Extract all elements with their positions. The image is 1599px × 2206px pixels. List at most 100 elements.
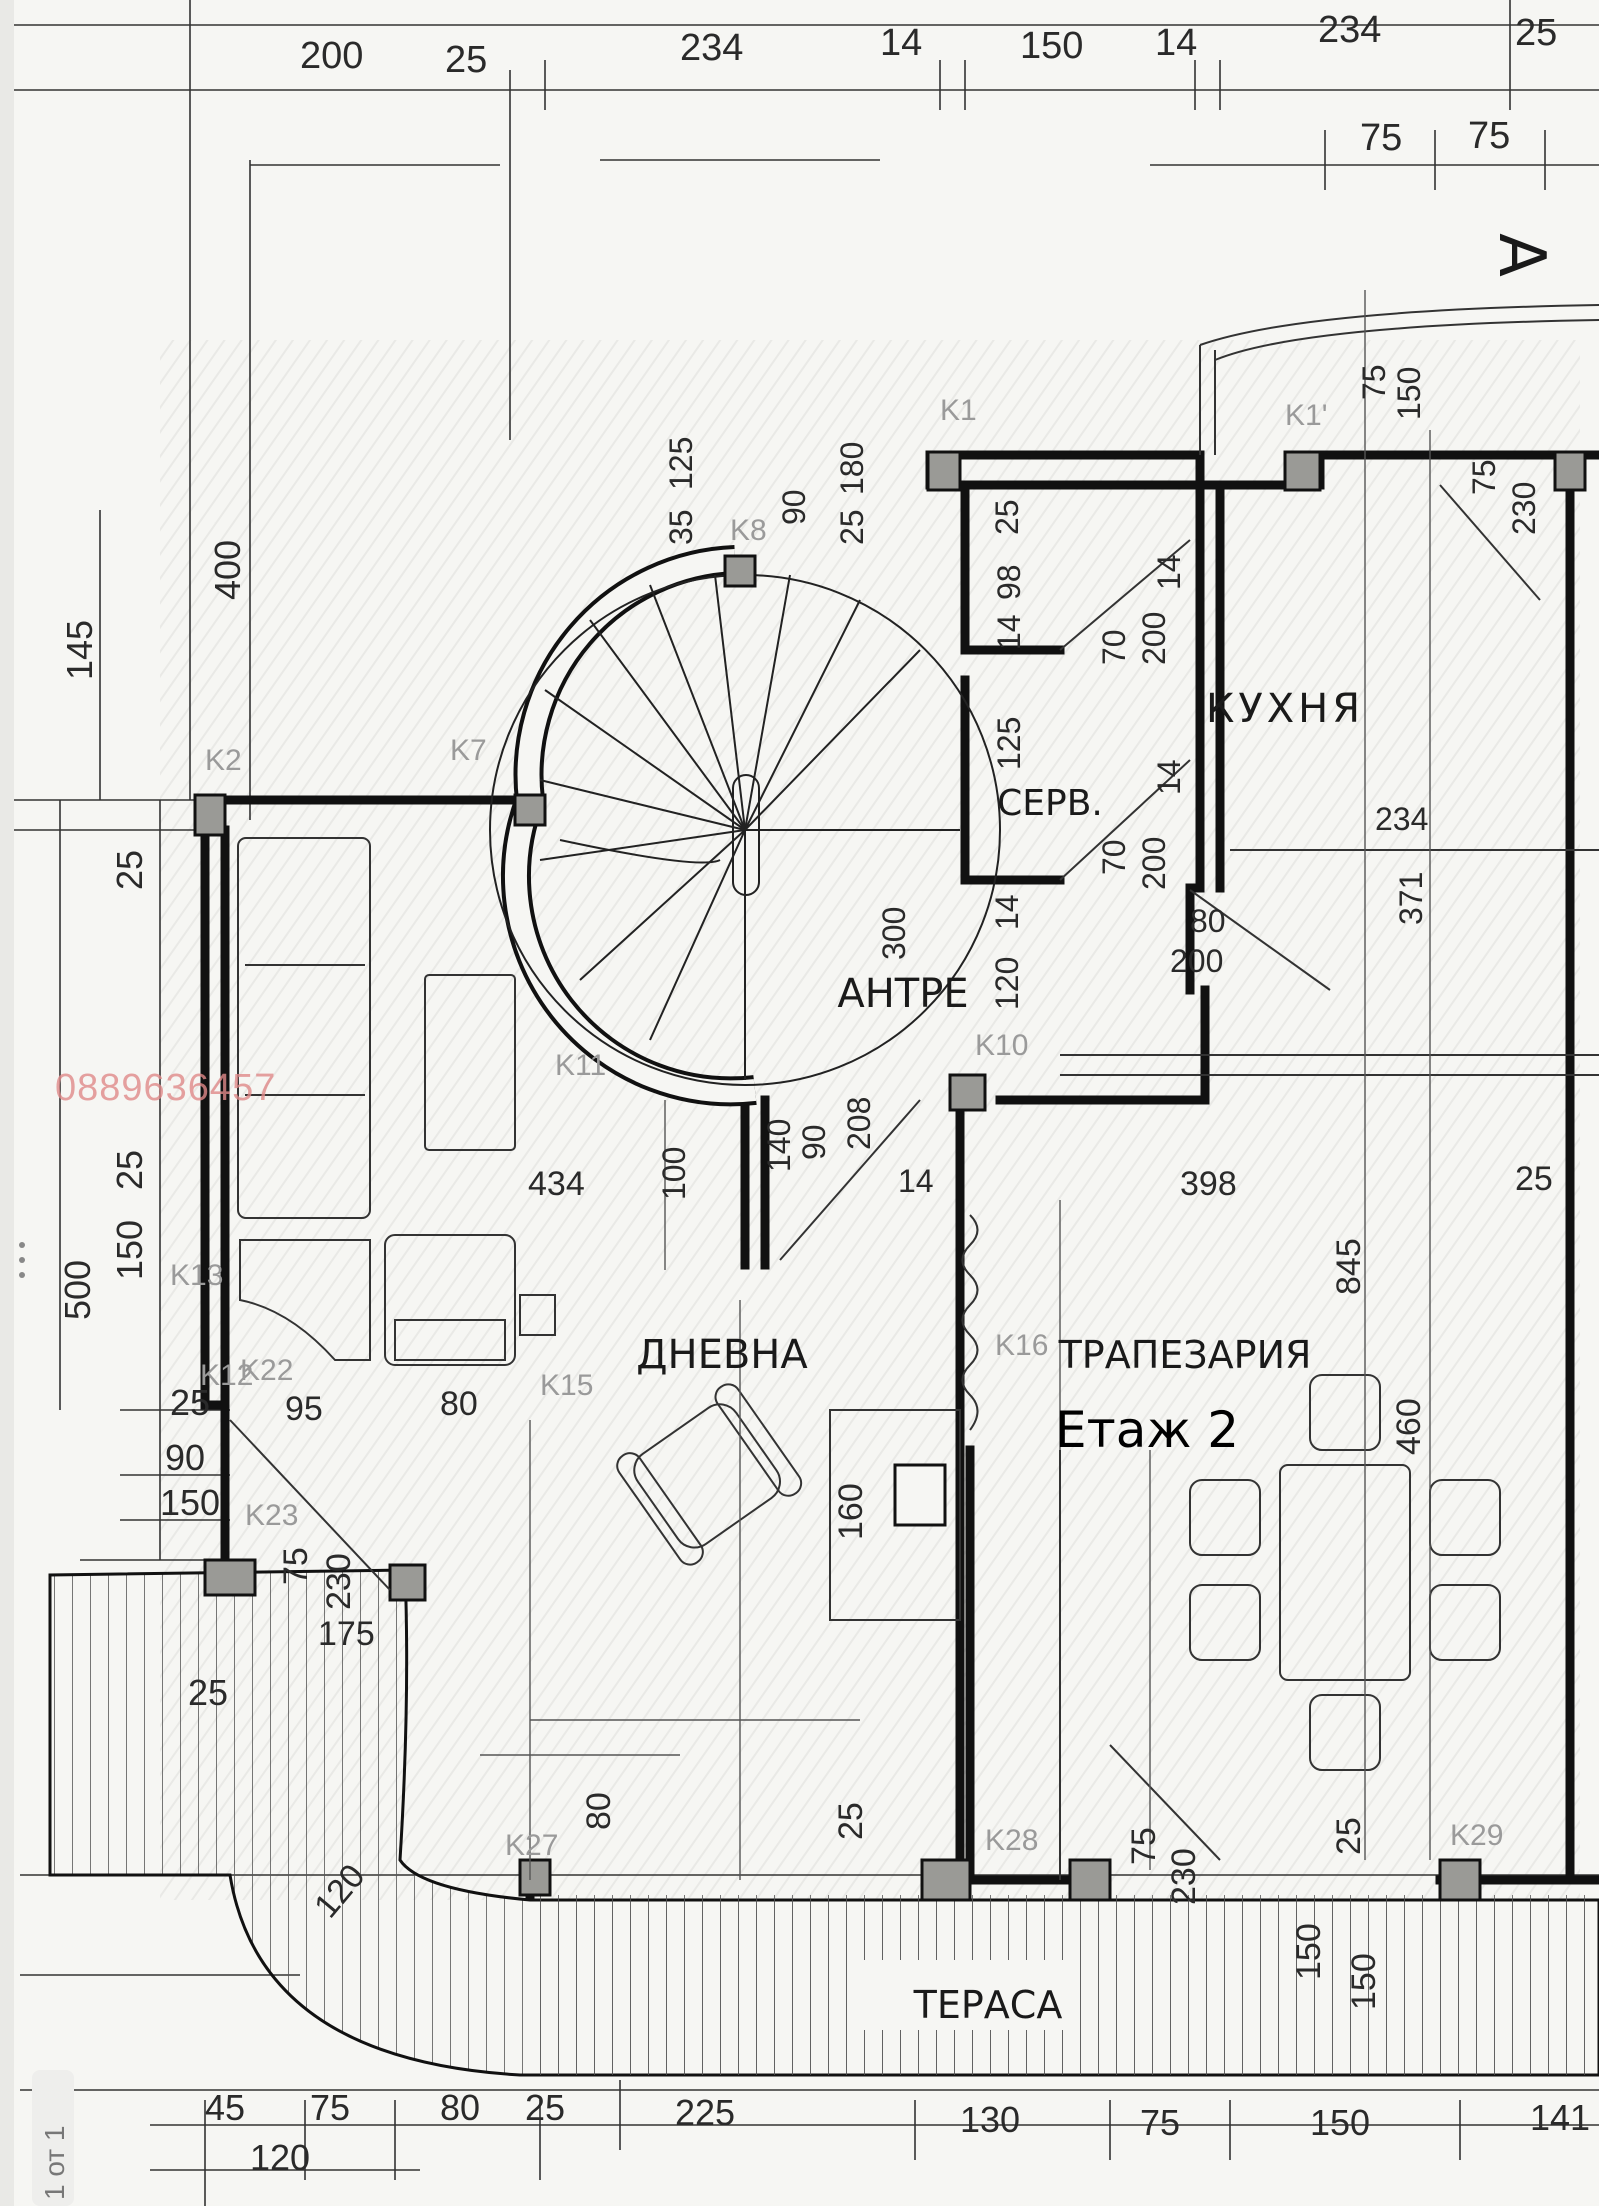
left-dim: 25 [109, 1150, 150, 1190]
kitchen-dim: 75 [1356, 364, 1392, 400]
room-living-label: ДНЕВНА [636, 1332, 808, 1378]
living-dim: 230 [320, 1553, 358, 1610]
stair-dim: 25 [834, 509, 870, 545]
stair-dim: 125 [663, 437, 699, 490]
side-handle-icon[interactable] [19, 1242, 25, 1278]
living-dim: 80 [440, 1385, 478, 1423]
column-mark: K2 [205, 744, 242, 777]
bottom-dim-2: 120 [250, 2137, 310, 2178]
stair-dim: 14 [898, 1163, 934, 1199]
column-mark: K13 [170, 1259, 223, 1292]
living-dim: 75 [277, 1547, 315, 1585]
floor-note: Етаж 2 [1055, 1401, 1239, 1459]
stair-dim: 100 [656, 1147, 692, 1200]
door-swings [229, 484, 1599, 1880]
living-dim: 160 [832, 1483, 870, 1540]
stair-dim: 90 [796, 1124, 832, 1160]
column-mark: K1' [1285, 399, 1327, 432]
column-mark: K7 [450, 734, 487, 767]
top-dim: 14 [1155, 22, 1197, 64]
top-dim: 200 [300, 35, 363, 77]
stair-dims: 35 125 90 25 180 300 120 14 208 90 100 1… [656, 437, 1025, 1200]
left-dim: 145 [59, 620, 100, 680]
room-kitchen-label: КУХНЯ [1206, 686, 1364, 732]
furniture [237, 837, 1501, 1771]
living-dim: 175 [318, 1615, 375, 1653]
room-service-label: СЕРВ. [997, 783, 1103, 824]
top-dimension-lines [14, 0, 1599, 820]
dining-dims: 398 25 845 460 25 75 230 150 150 [1125, 1160, 1553, 2010]
stair-dim: 140 [761, 1119, 797, 1172]
bottom-dim: 75 [1140, 2102, 1180, 2143]
column-mark: K27 [505, 1829, 558, 1862]
column-marks: K1 K1' K2 K7 K8 K11 K10 K12 K13 K15 K16 … [170, 394, 1503, 1862]
dining-dim: 230 [1165, 1848, 1203, 1905]
service-dim: 14 [1151, 554, 1187, 590]
paper-margin [0, 0, 14, 2206]
top-dim: 25 [1515, 12, 1557, 54]
stair-dim: 300 [876, 907, 912, 960]
dining-dim: 25 [1330, 1817, 1368, 1855]
left-dim: 25 [170, 1382, 210, 1423]
dining-dim: 460 [1390, 1398, 1428, 1455]
column-mark: K12 [200, 1359, 253, 1392]
living-dim: 434 [528, 1165, 585, 1203]
phone-watermark: 0889636457 [55, 1067, 276, 1109]
bottom-dim: 80 [440, 2087, 480, 2128]
bottom-dim: 25 [525, 2087, 565, 2128]
left-dims: 145 400 25 500 150 25 25 90 150 25 [57, 540, 248, 1713]
room-dining-label: ТРАПЕЗАРИЯ [1058, 1333, 1312, 1377]
stair-dim: 35 [663, 509, 699, 545]
service-dim: 70 [1096, 839, 1132, 875]
bottom-dims: 45 75 80 25 225 130 75 150 141 120 [205, 2087, 1590, 2178]
left-dim: 25 [109, 850, 150, 890]
service-dim: 98 [991, 564, 1027, 600]
page-indicator-bg [32, 2070, 74, 2206]
page-indicator: 1 от 1 [39, 2126, 70, 2200]
column-mark: K23 [245, 1499, 298, 1532]
living-dim: 80 [580, 1792, 618, 1830]
column-mark: K11 [555, 1049, 606, 1082]
room-entry-label: АНТРЕ [837, 971, 968, 1017]
kitchen-bay-window [1199, 304, 1599, 455]
service-dim: 200 [1136, 612, 1172, 665]
living-dim: 25 [832, 1802, 870, 1840]
stair-dim: 208 [841, 1097, 877, 1150]
room-terrace-label: ТЕРАСА [913, 1983, 1063, 2027]
stair-dim: 14 [989, 894, 1025, 930]
service-dim: 25 [989, 499, 1025, 535]
stair-dim: 90 [776, 489, 812, 525]
dining-dim: 398 [1180, 1165, 1237, 1203]
top-dim: 234 [680, 27, 743, 69]
service-dim: 70 [1096, 629, 1132, 665]
column-mark: K15 [540, 1369, 593, 1402]
top-dim-2: 75 [1468, 115, 1510, 157]
stair-dim: 120 [989, 957, 1025, 1010]
columns [193, 450, 1587, 1902]
kitchen-dim: 80 [1190, 903, 1226, 939]
service-dim: 14 [1151, 759, 1187, 795]
column-mark: K29 [1450, 1819, 1503, 1852]
stair-dim: 180 [834, 442, 870, 495]
kitchen-dim: 200 [1170, 943, 1223, 979]
service-dim: 200 [1136, 837, 1172, 890]
service-dims: 25 98 14 125 70 200 14 70 200 14 [989, 499, 1187, 890]
kitchen-dim: 150 [1391, 367, 1427, 420]
living-dim: 95 [285, 1390, 323, 1428]
kitchen-dim: 371 [1393, 872, 1429, 925]
kitchen-dim: 234 [1375, 801, 1428, 837]
dining-dim: 150 [1290, 1923, 1328, 1980]
section-marker-a: A [1484, 233, 1558, 277]
kitchen-dims: 75 150 75 230 234 371 80 200 [1170, 364, 1542, 979]
column-mark: K10 [975, 1029, 1028, 1062]
column-mark: K28 [985, 1824, 1038, 1857]
bottom-dim: 130 [960, 2099, 1020, 2140]
service-dim: 14 [991, 614, 1027, 650]
stair-wall-lower-core [505, 796, 757, 1103]
terrace-label-bg [850, 1960, 1080, 2030]
bottom-dim: 141 [1530, 2097, 1590, 2138]
column-mark: K8 [730, 514, 767, 547]
top-dims: 200 25 234 14 150 14 234 25 75 75 [300, 9, 1557, 159]
